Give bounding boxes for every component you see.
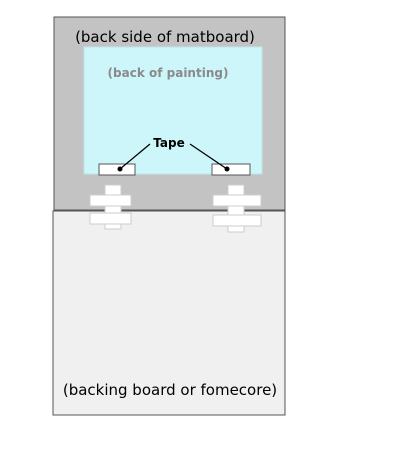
tape-label: Tape bbox=[153, 136, 184, 150]
hinge-left bbox=[89, 184, 132, 230]
tape-strip-left bbox=[98, 163, 136, 176]
tape-pointer-left-dot bbox=[117, 166, 123, 172]
tape-pointer-left bbox=[119, 143, 151, 170]
painting bbox=[83, 46, 263, 175]
hinge-right bbox=[212, 184, 262, 233]
tape-pointer-right-dot bbox=[224, 166, 230, 172]
backing-board bbox=[52, 210, 286, 416]
backing-board-label: (backing board or fomecore) bbox=[63, 381, 277, 399]
tape-pointer-right bbox=[189, 143, 228, 170]
painting-label: (back of painting) bbox=[108, 66, 229, 80]
tape-strip-right bbox=[211, 163, 251, 176]
matboard-label: (back side of matboard) bbox=[75, 28, 255, 46]
